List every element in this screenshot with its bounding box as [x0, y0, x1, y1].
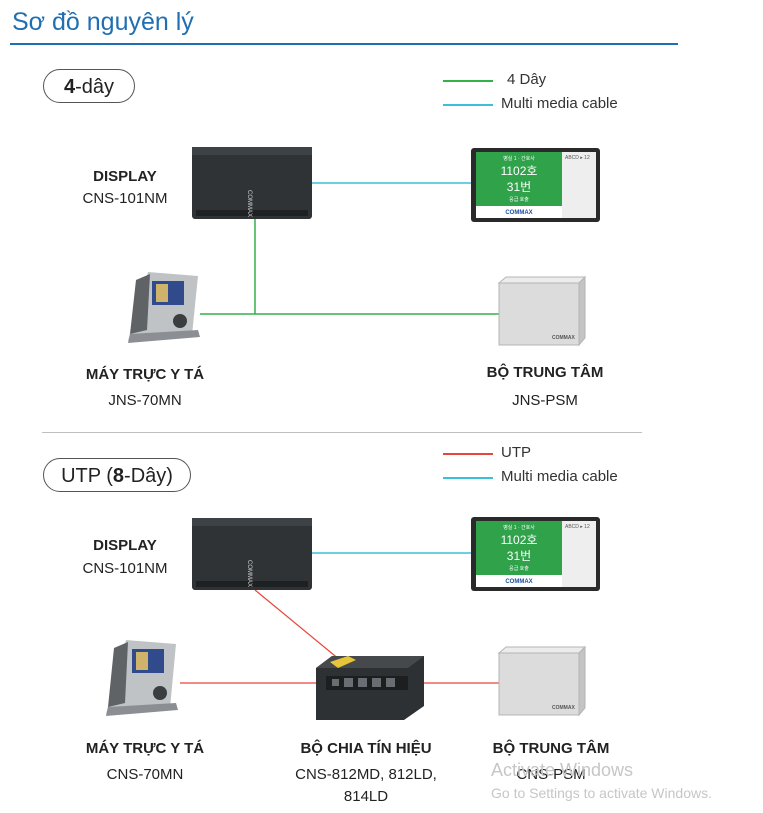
section-1-display-model: CNS-101NM — [82, 190, 168, 207]
section-1-center-model: JNS-PSM — [512, 392, 578, 409]
screen-2-room: 1102호 — [501, 533, 538, 547]
svg-text:COMMAX: COMMAX — [246, 190, 252, 217]
legend-4-wire-label: 4 Dây — [507, 71, 547, 88]
section-1-nurse-model: JNS-70MN — [108, 392, 182, 409]
nurse-station-phone-1 — [128, 272, 200, 343]
section-2-label-prefix: UTP ( — [61, 465, 113, 487]
screen-2-num: 31번 — [507, 549, 531, 563]
nurse-station-phone-2 — [106, 640, 178, 716]
legend-multimedia-label-2: Multi media cable — [501, 468, 618, 485]
section-2-center-title: BỘ TRUNG TÂM — [492, 740, 610, 757]
section-1-label: 4-dây — [43, 69, 135, 103]
section-2-nurse-model: CNS-70MN — [106, 766, 184, 783]
section-1-label-rest: -dây — [75, 76, 115, 98]
screen-1-line1: 병실 1 · 간호사 — [503, 155, 535, 162]
screen-2-side: ABCD ▸ 12 — [565, 524, 590, 530]
screen-1-room: 1102호 — [501, 164, 538, 178]
section-2-label-bold: 8 — [112, 465, 125, 487]
central-box-1-brand: COMMAX — [552, 335, 575, 341]
screen-2-line3: 응급 호출 — [509, 565, 529, 572]
section-2-splitter-model-line2: 814LD — [343, 788, 389, 805]
legend-utp-label: UTP — [501, 444, 531, 461]
section-2-nurse-title: MÁY TRỰC Y TÁ — [85, 740, 205, 757]
legend-4-wire-line — [443, 80, 493, 82]
section-2-label-rest: -Dây) — [124, 465, 173, 487]
section-2-diagram: COMMAX 병실 1 · 간호사 1102호 31번 응급 호출 COMMAX… — [106, 517, 600, 720]
section-2-splitter-title: BỘ CHIA TÍN HIỆU — [300, 740, 432, 757]
activation-watermark-subtitle: Go to Settings to activate Windows. — [491, 785, 712, 801]
svg-text:COMMAX: COMMAX — [246, 560, 252, 587]
signal-splitter-box — [316, 656, 424, 720]
screen-2-line1: 병실 1 · 간호사 — [503, 524, 535, 531]
screen-1-line3: 응급 호출 — [509, 196, 529, 203]
screen-1-side: ABCD ▸ 12 — [565, 155, 590, 161]
section-1-display-title: DISPLAY — [93, 168, 157, 185]
page-title: Sơ đồ nguyên lý — [12, 8, 194, 36]
section-2-display-title: DISPLAY — [93, 537, 157, 554]
section-1-center-title: BỘ TRUNG TÂM — [486, 364, 604, 381]
display-controller-box: COMMAX — [192, 147, 312, 219]
monitor-screen-2: 병실 1 · 간호사 1102호 31번 응급 호출 COMMAX ABCD ▸… — [471, 517, 600, 591]
title-underline — [10, 43, 678, 45]
central-unit-box-1: COMMAX — [497, 275, 587, 347]
central-box-2-brand: COMMAX — [552, 705, 575, 711]
monitor-screen: 병실 1 · 간호사 1102호 31번 응급 호출 COMMAX ABCD ▸… — [471, 148, 600, 222]
section-2-center-model: CNS-PSM — [516, 766, 586, 783]
section-1-nurse-title: MÁY TRỰC Y TÁ — [85, 366, 205, 383]
legend-utp-line — [443, 453, 493, 455]
central-unit-box-2: COMMAX — [497, 645, 587, 717]
activation-watermark-title: Activate Windows — [491, 760, 634, 780]
utp-display-to-splitter — [254, 589, 341, 661]
screen-2-brand: COMMAX — [505, 579, 532, 585]
section-1-label-bold: 4 — [63, 76, 76, 98]
section-2-label: UTP (8-Dây) — [43, 458, 191, 492]
section-divider — [42, 432, 642, 433]
section-1-diagram: COMMAX 병실 1 · 간호사 1102호 31번 응급 호출 COMMAX… — [128, 147, 600, 347]
section-2-splitter-model-line1: CNS-812MD, 812LD, — [295, 766, 437, 783]
display-controller-box-2: COMMAX — [192, 518, 312, 590]
legend-multimedia-label: Multi media cable — [501, 95, 618, 112]
legend-multimedia-line — [443, 104, 493, 106]
legend-multimedia-line-2 — [443, 477, 493, 479]
section-2-display-model: CNS-101NM — [82, 560, 168, 577]
screen-1-num: 31번 — [507, 180, 531, 194]
screen-1-brand: COMMAX — [505, 210, 532, 216]
